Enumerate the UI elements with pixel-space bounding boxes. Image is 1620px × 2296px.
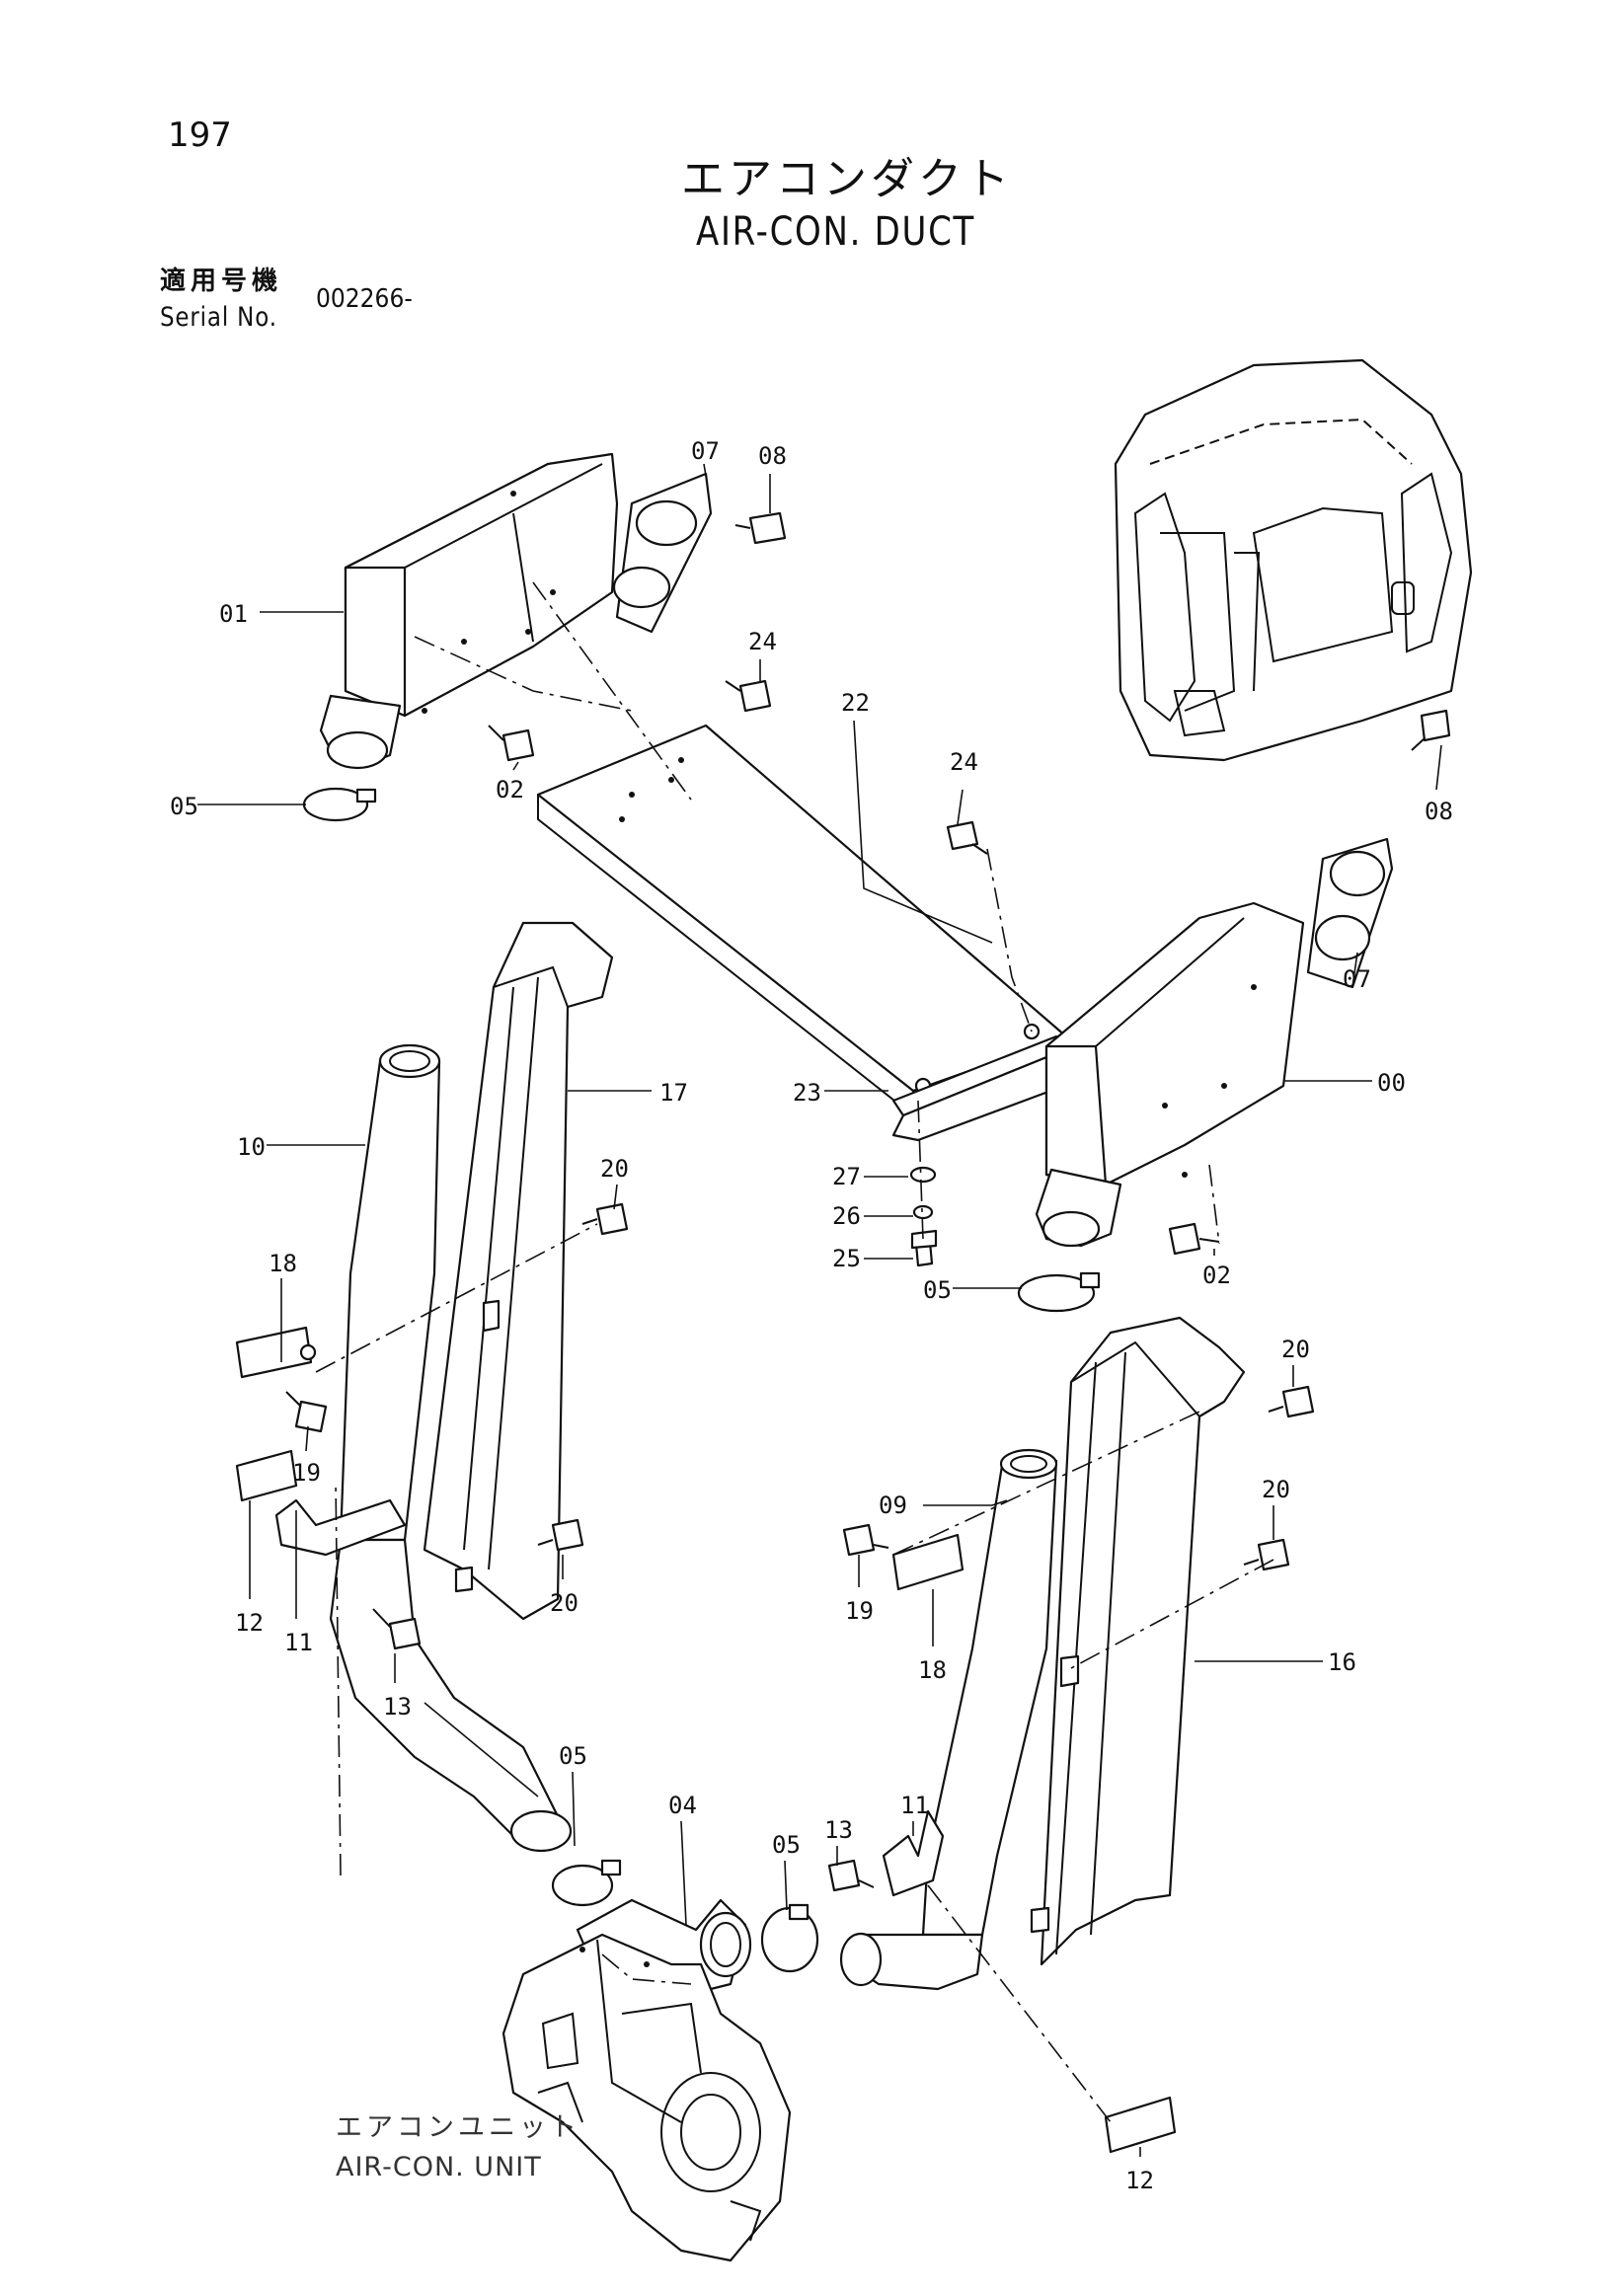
callout-25: 25: [832, 1245, 861, 1272]
gasket-icon: [1306, 709, 1451, 989]
air-con-unit-label-japanese: エアコンユニット: [336, 2112, 580, 2143]
callout-20: 20: [550, 1589, 579, 1617]
callout-07: 07: [691, 437, 720, 465]
callout-05: 05: [923, 1276, 952, 1304]
callout-19: 19: [845, 1597, 874, 1625]
washer-icon: [909, 1166, 938, 1267]
callout-09: 09: [879, 1492, 907, 1519]
callout-01: 01: [219, 600, 248, 628]
tray-icon: [536, 724, 1068, 1117]
callout-20: 20: [1281, 1336, 1310, 1363]
bolt-icon: [285, 1202, 629, 1650]
callout-27: 27: [832, 1163, 861, 1190]
air-con-unit-label-english: AIR-CON. UNIT: [336, 2152, 542, 2182]
callout-26: 26: [832, 1202, 861, 1230]
callout-08: 08: [1425, 798, 1453, 825]
callout-11: 11: [900, 1792, 929, 1819]
title-japanese: エアコンダクト: [681, 154, 1013, 204]
clamp-icon: [302, 787, 1101, 1973]
bracket-icon: [235, 1326, 407, 1557]
callout-20: 20: [1262, 1476, 1290, 1503]
callout-20: 20: [600, 1155, 629, 1183]
cover-icon: [1030, 1316, 1246, 1966]
callout-13: 13: [824, 1816, 853, 1844]
duct-icon: [1035, 901, 1305, 1248]
cover-icon: [423, 921, 614, 1621]
callout-12: 12: [235, 1609, 264, 1637]
callout-11: 11: [284, 1629, 313, 1656]
duct-icon: [319, 452, 619, 770]
callout-07: 07: [1343, 965, 1371, 993]
title-english: AIR-CON. DUCT: [696, 209, 976, 255]
callout-24: 24: [748, 628, 777, 655]
callout-12: 12: [1125, 2167, 1154, 2194]
serial-number-value: 002266-: [316, 284, 413, 314]
bolt-icon: [734, 511, 787, 545]
gasket-icon: [612, 472, 713, 634]
callout-10: 10: [237, 1133, 266, 1161]
callout-18: 18: [918, 1656, 947, 1684]
bolt-icon: [827, 1385, 1315, 1892]
bracket-icon: [882, 1533, 1177, 2154]
callout-13: 13: [383, 1693, 412, 1721]
hose-icon: [839, 1448, 1058, 1991]
bolt-icon: [1168, 1222, 1220, 1256]
callout-02: 02: [1202, 1262, 1231, 1289]
callout-08: 08: [758, 442, 787, 470]
page-number: 197: [168, 115, 232, 155]
bolt-icon: [488, 679, 988, 855]
callout-24: 24: [950, 748, 978, 776]
serial-label-japanese: 適用号機: [160, 267, 283, 296]
callout-19: 19: [292, 1459, 321, 1487]
callout-16: 16: [1328, 1648, 1356, 1676]
callout-22: 22: [841, 689, 870, 717]
air-con-unit-icon: [501, 1933, 792, 2262]
callout-05: 05: [772, 1831, 801, 1859]
callout-05: 05: [559, 1742, 587, 1770]
callout-02: 02: [496, 776, 524, 804]
callout-18: 18: [269, 1250, 297, 1277]
callout-23: 23: [793, 1079, 821, 1107]
callout-17: 17: [659, 1079, 688, 1107]
callout-05: 05: [170, 793, 198, 820]
cab-icon: [1114, 358, 1473, 762]
hose-icon: [329, 1043, 573, 1853]
callout-00: 00: [1377, 1069, 1406, 1097]
serial-label-english: Serial No.: [160, 302, 277, 333]
callout-04: 04: [668, 1792, 697, 1819]
